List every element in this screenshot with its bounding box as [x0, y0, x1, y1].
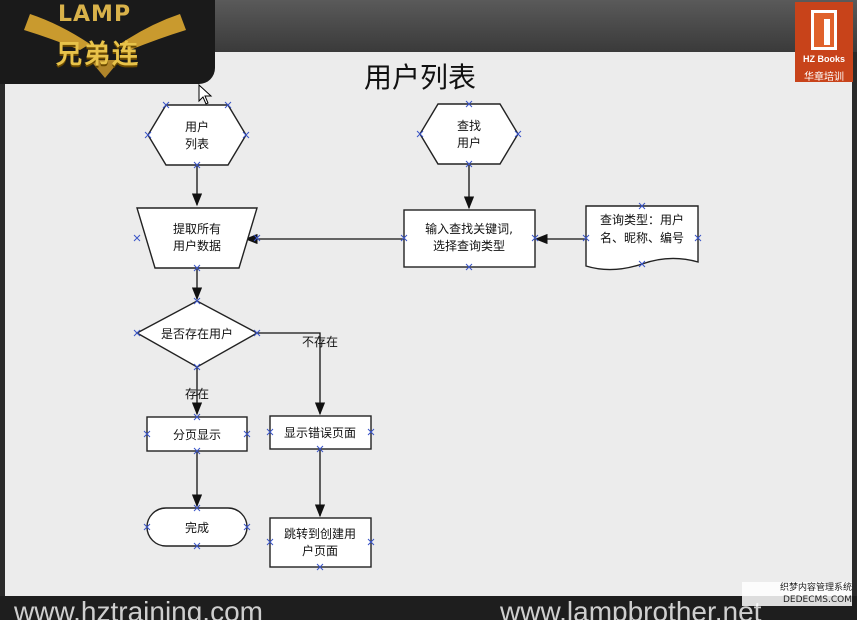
node-find-user-line2: 用户 [457, 135, 481, 150]
connection-point-mark [253, 234, 261, 242]
watermark-line1: 织梦内容管理系统 [779, 583, 852, 593]
node-exists-check-label: 是否存在用户 [161, 326, 233, 341]
connection-points [133, 100, 702, 571]
connection-point-mark [133, 329, 141, 337]
mouse-cursor-icon [198, 84, 213, 105]
connection-point-mark [465, 263, 473, 271]
connection-point-mark [193, 363, 201, 371]
watermark-line2: DEDECMS.COM [783, 595, 852, 605]
connection-point-mark [694, 234, 702, 242]
connection-point-mark [193, 447, 201, 455]
connection-point-mark [224, 101, 232, 109]
node-paginate: 分页显示 [146, 416, 248, 452]
node-done: 完成 [146, 507, 248, 547]
connection-point-mark [143, 430, 151, 438]
node-redirect-create-line2: 户页面 [302, 543, 338, 558]
connection-point-mark [367, 428, 375, 436]
node-input-keyword-line1: 输入查找关键词, [425, 221, 513, 236]
connection-point-mark [465, 160, 473, 168]
publisher-name: HZ Books [802, 54, 845, 64]
node-redirect-create-line1: 跳转到创建用 [284, 526, 356, 541]
node-input-keyword: 输入查找关键词, 选择查询类型 [403, 209, 536, 268]
connection-point-mark [193, 297, 201, 305]
node-redirect-create: 跳转到创建用 户页面 [269, 517, 372, 568]
connection-point-mark [514, 130, 522, 138]
edge-check-to-error [257, 332, 326, 416]
node-user-list-line2: 列表 [185, 137, 209, 151]
connection-point-mark [193, 542, 201, 550]
node-done-label: 完成 [185, 520, 209, 535]
node-query-type-line1: 查询类型：用户 [600, 212, 684, 227]
wings-icon [24, 14, 186, 78]
edge-label-not-exists: 不存在 [302, 335, 338, 349]
node-query-type-line2: 名、昵称、编号 [600, 230, 684, 245]
node-user-list: 用户 列表 [147, 104, 247, 166]
node-find-user-line1: 查找 [457, 119, 481, 133]
footer-url-left[interactable]: www.hztraining.com [14, 596, 263, 620]
connection-point-mark [531, 234, 539, 242]
connection-point-mark [143, 523, 151, 531]
connection-point-mark [638, 202, 646, 210]
footer-url-right[interactable]: www.lampbrother.net [500, 596, 762, 620]
node-fetch-all: 提取所有 用户数据 [136, 207, 258, 269]
connection-point-mark [144, 131, 152, 139]
connection-point-mark [242, 131, 250, 139]
node-query-type: 查询类型：用户 名、昵称、编号 [585, 205, 699, 271]
edge-label-exists: 存在 [185, 387, 209, 401]
connection-point-mark [193, 504, 201, 512]
connection-point-mark [243, 523, 251, 531]
connection-point-mark [133, 234, 141, 242]
connection-point-mark [416, 130, 424, 138]
connection-point-mark [316, 445, 324, 453]
connection-point-mark [465, 100, 473, 108]
node-paginate-label: 分页显示 [173, 428, 221, 442]
connection-point-mark [243, 430, 251, 438]
connection-point-mark [162, 101, 170, 109]
connection-point-mark [193, 413, 201, 421]
connection-point-mark [400, 234, 408, 242]
page-title: 用户列表 [363, 61, 476, 94]
connection-point-mark [582, 234, 590, 242]
node-show-error-label: 显示错误页面 [284, 426, 356, 440]
connection-point-mark [638, 260, 646, 268]
logo-main-text: 兄弟连 [56, 40, 141, 70]
node-find-user: 查找 用户 [419, 103, 519, 165]
flow-edges [191, 165, 585, 518]
connection-point-mark [266, 428, 274, 436]
connection-point-mark [193, 264, 201, 272]
logo-top-text: LAMP [58, 2, 132, 27]
connection-point-mark [266, 538, 274, 546]
node-exists-check: 是否存在用户 [135, 300, 259, 368]
publisher-name-cn: 华章培训 [804, 72, 844, 83]
node-user-list-line1: 用户 [185, 119, 209, 134]
connection-point-mark [367, 538, 375, 546]
hz-books-logo: HZ Books 华章培训 [795, 2, 853, 83]
door-icon [811, 10, 837, 50]
node-fetch-all-line2: 用户数据 [173, 238, 221, 253]
lamp-logo: LAMP 兄弟连 [0, 0, 215, 84]
watermark: 织梦内容管理系统 DEDECMS.COM [742, 582, 852, 606]
connection-point-mark [316, 563, 324, 571]
connection-point-mark [253, 329, 261, 337]
footer-bar: www.hztraining.com www.lampbrother.net [0, 596, 857, 620]
node-show-error: 显示错误页面 [269, 415, 372, 450]
node-input-keyword-line2: 选择查询类型 [433, 239, 505, 253]
connection-point-mark [193, 161, 201, 169]
node-fetch-all-line1: 提取所有 [173, 221, 221, 236]
